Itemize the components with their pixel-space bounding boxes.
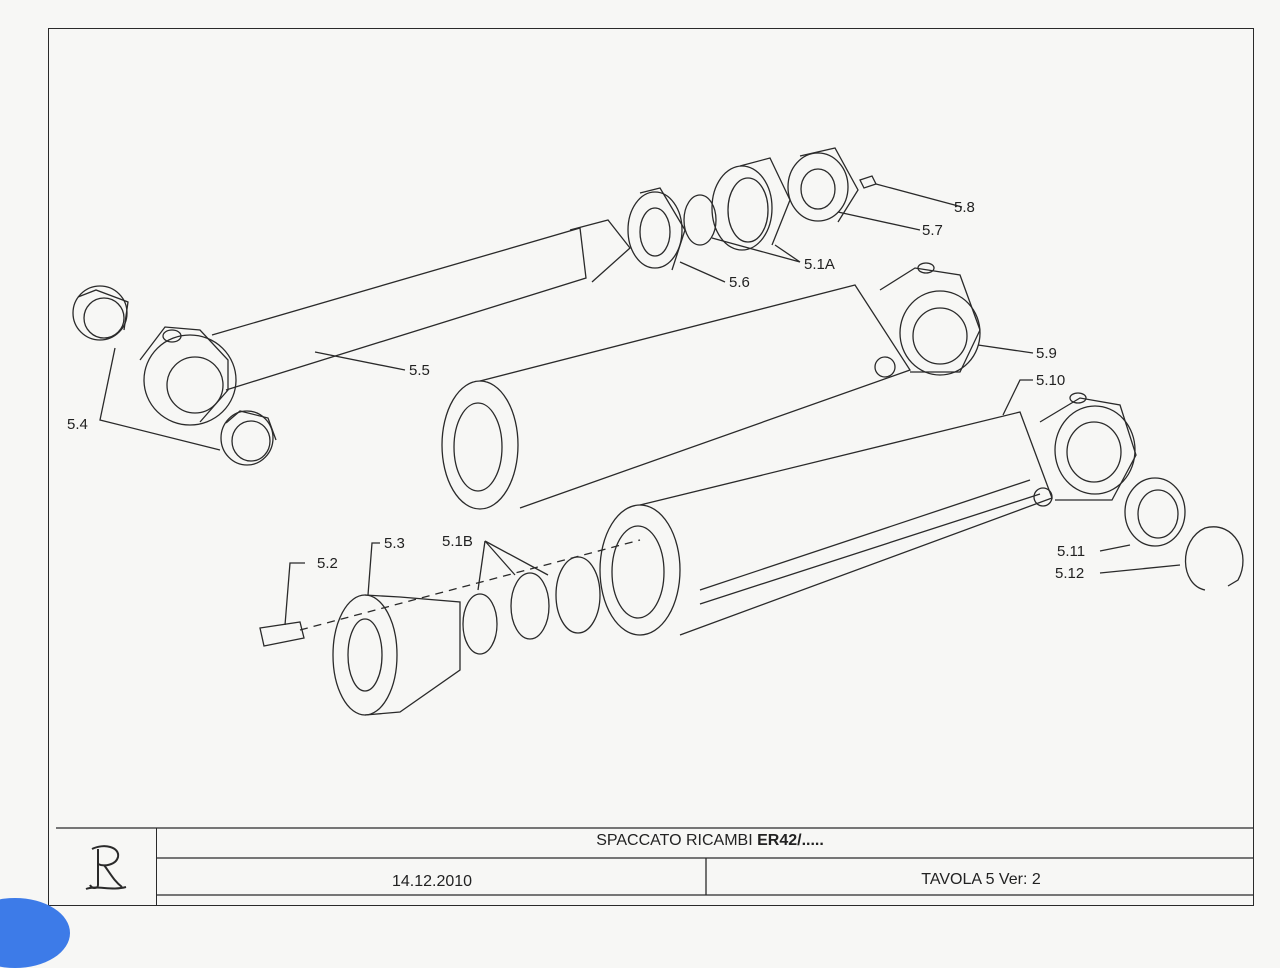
leader-5.7 xyxy=(837,211,921,231)
drawing-frame xyxy=(48,28,1254,906)
leader-5.1A xyxy=(711,237,801,263)
leader-5.4 xyxy=(99,347,221,451)
callout-5.8: 5.8 xyxy=(954,199,975,216)
o-ring xyxy=(683,194,717,246)
seal-c xyxy=(555,556,601,634)
callout-5.3: 5.3 xyxy=(384,535,405,552)
callout-5.1A: 5.1A xyxy=(804,256,835,273)
leader-5.12 xyxy=(1099,564,1181,574)
grease-nipple xyxy=(859,175,877,189)
guide-ring xyxy=(787,147,859,223)
seal-a xyxy=(462,593,498,655)
sheet-date: 14.12.2010 xyxy=(391,873,473,890)
callout-5.5: 5.5 xyxy=(409,362,430,379)
gland-seal xyxy=(627,187,686,271)
bushing-bottom xyxy=(220,410,277,466)
sheet-title: SPACCATO RICAMBI ER42/..... xyxy=(380,832,1040,850)
leader-5.6 xyxy=(679,261,726,283)
spherical-bearing xyxy=(1124,477,1186,547)
callout-5.11: 5.11 xyxy=(1057,543,1086,560)
callout-5.12: 5.12 xyxy=(1055,565,1085,582)
leader-5.1B xyxy=(477,540,549,591)
cylinder-tube-lower xyxy=(599,392,1137,636)
logo xyxy=(56,828,157,906)
sheet-number: TAVOLA 5 Ver: 2 xyxy=(921,871,1041,888)
callout-5.6: 5.6 xyxy=(729,274,750,291)
cylinder-tube-upper xyxy=(441,262,981,510)
bushing-top xyxy=(72,285,129,341)
callout-5.2: 5.2 xyxy=(317,555,338,572)
piston-head xyxy=(332,594,461,716)
leader-5.8 xyxy=(875,183,963,208)
circlip xyxy=(1184,526,1244,591)
title-prefix: SPACCATO RICAMBI xyxy=(596,832,758,849)
leader-5.11 xyxy=(1099,544,1131,552)
callout-5.7: 5.7 xyxy=(922,222,943,239)
callout-5.4: 5.4 xyxy=(67,416,88,433)
r-monogram-icon xyxy=(85,845,127,890)
leader-5.9 xyxy=(977,344,1034,354)
callout-5.9: 5.9 xyxy=(1036,345,1057,362)
cap-screw xyxy=(259,621,305,647)
title-model: ER42/..... xyxy=(757,832,824,849)
seal-b xyxy=(510,572,550,640)
callout-5.10: 5.10 xyxy=(1036,372,1066,389)
assembly-axis xyxy=(299,539,641,631)
gland-head xyxy=(711,157,791,251)
exploded-parts-drawing xyxy=(56,147,1254,896)
leader-5.3 xyxy=(367,542,380,596)
leader-5.2 xyxy=(284,562,305,626)
piston-rod xyxy=(139,219,631,426)
callout-5.1B: 5.1B xyxy=(442,533,473,550)
leader-5.10 xyxy=(1002,379,1033,416)
leader-5.5 xyxy=(314,351,406,371)
